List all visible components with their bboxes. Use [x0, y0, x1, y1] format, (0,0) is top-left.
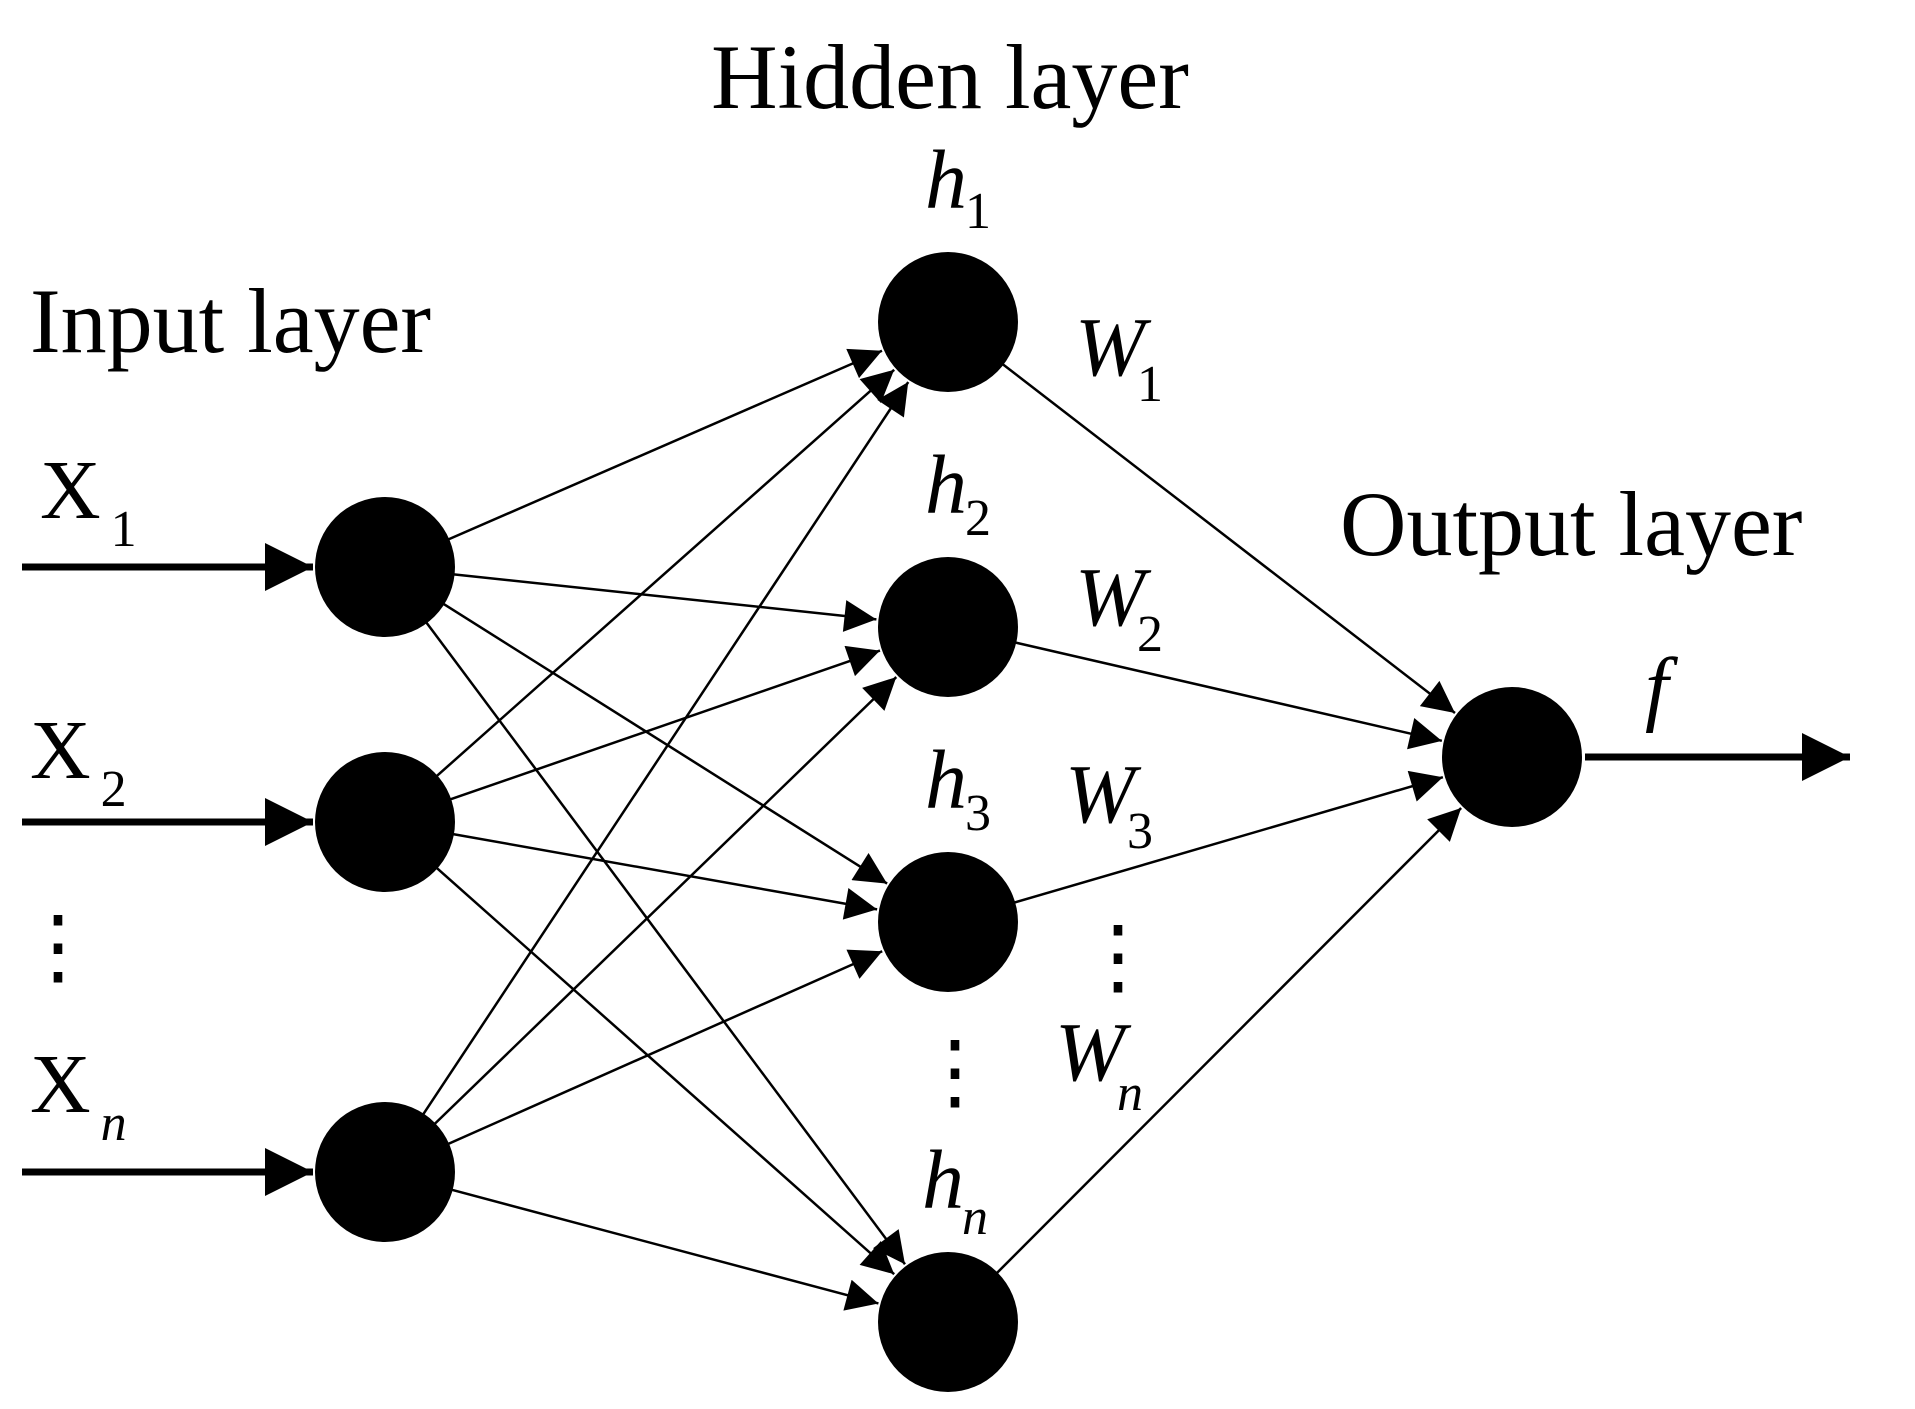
- connection-input-2-hidden-4: [430, 862, 895, 1276]
- connection-input-3-hidden-4: [444, 1186, 879, 1311]
- weight-label-3: W3: [1065, 748, 1153, 860]
- connection-hidden-1-output: [996, 358, 1456, 715]
- hidden-label-3: h3: [925, 734, 991, 842]
- connection-input-3-hidden-1: [418, 381, 910, 1122]
- connection-input-3-hidden-2: [428, 676, 898, 1130]
- connection-input-2-hidden-2: [443, 645, 881, 803]
- input-node-2: [315, 752, 455, 892]
- input-ellipsis: ⋮: [16, 901, 100, 994]
- weight-ellipsis: ⋮: [1076, 911, 1160, 1004]
- output-label: f: [1645, 641, 1679, 734]
- weight-label-n: Wn: [1055, 1006, 1143, 1122]
- input-node-1: [315, 497, 455, 637]
- hidden-layer-title: Hidden layer: [711, 26, 1189, 128]
- hidden-label-2: h2: [925, 439, 991, 547]
- connection-input-2-hidden-1: [430, 368, 895, 782]
- connection-input-2-hidden-3: [445, 831, 878, 920]
- connection-input-1-hidden-3: [436, 599, 888, 885]
- hidden-label-n: hn: [922, 1134, 988, 1246]
- weight-label-2: W2: [1075, 551, 1163, 663]
- hidden-output-connections: [990, 358, 1463, 1280]
- input-arrows: [22, 543, 313, 1196]
- output-layer-title: Output layer: [1340, 473, 1802, 575]
- input-layer-title: Input layer: [30, 270, 431, 372]
- connection-input-1-hidden-2: [446, 572, 877, 632]
- output-node: [1442, 687, 1582, 827]
- connection-input-3-hidden-3: [441, 949, 883, 1148]
- connection-hidden-3-output: [1007, 770, 1444, 906]
- input-node-n: [315, 1102, 455, 1242]
- connection-input-1-hidden-1: [441, 348, 883, 544]
- connection-hidden-2-output: [1008, 639, 1443, 750]
- hidden-ellipsis: ⋮: [913, 1026, 997, 1119]
- hidden-node-2: [878, 557, 1018, 697]
- weight-label-1: W1: [1075, 301, 1163, 413]
- hidden-node-1: [878, 252, 1018, 392]
- hidden-node-3: [878, 852, 1018, 992]
- hidden-node-n: [878, 1252, 1018, 1392]
- hidden-label-1: h1: [925, 134, 991, 240]
- connection-hidden-4-output: [990, 807, 1463, 1280]
- input-hidden-connections: [418, 348, 910, 1311]
- connection-input-1-hidden-4: [421, 615, 906, 1266]
